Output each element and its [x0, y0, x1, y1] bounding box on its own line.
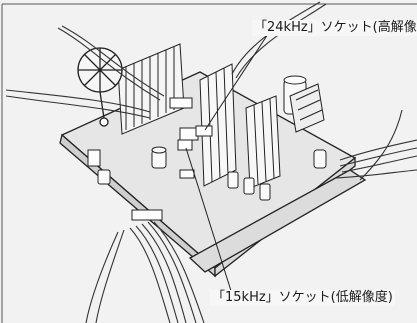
chips: [87, 97, 199, 221]
transformer: [289, 83, 325, 133]
fan-wheel: [77, 47, 123, 127]
label-15khz-socket: 「15kHz」ソケット(低解像度): [210, 290, 395, 306]
cables: [5, 1, 417, 323]
heatsink-middle: [199, 63, 237, 187]
heatsink-left: [117, 43, 185, 135]
socket-15khz: [177, 139, 193, 151]
socket-24khz: [195, 125, 213, 137]
frame-border: [1, 3, 417, 323]
callout-leaders: [185, 33, 269, 295]
label-24khz-socket: 「24kHz」ソケット(高解像度): [252, 20, 417, 36]
heatsink-right: [245, 95, 281, 189]
capacitors: [97, 75, 327, 201]
